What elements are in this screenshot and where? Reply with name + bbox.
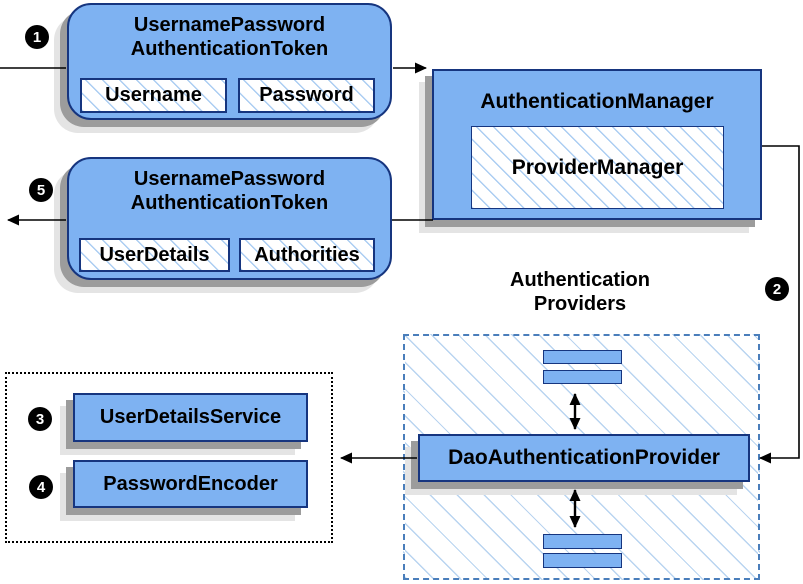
user-details-service-box: UserDetailsService xyxy=(73,393,308,442)
password-field-box: Password xyxy=(238,78,375,113)
provider-placeholder-bar-bottom-1 xyxy=(543,534,622,549)
authentication-manager-label: AuthenticationManager xyxy=(480,90,714,113)
step-2-number: 2 xyxy=(772,280,782,298)
authentication-providers-label-line2: Providers xyxy=(533,293,627,315)
services-group-box xyxy=(5,372,333,543)
username-field-box: Username xyxy=(80,78,227,113)
request-token-title-line2: AuthenticationToken xyxy=(130,38,329,60)
step-1-number: 1 xyxy=(32,28,42,46)
provider-placeholder-bar-bottom-2 xyxy=(543,553,622,568)
result-token-title-line1: UsernamePassword xyxy=(133,168,326,190)
provider-placeholder-bar-top-1 xyxy=(543,350,622,364)
result-token-box: UsernamePassword AuthenticationToken Use… xyxy=(67,157,392,280)
provider-manager-box: ProviderManager xyxy=(471,126,724,209)
step-4-badge: 4 xyxy=(29,475,53,499)
result-token-title-line2: AuthenticationToken xyxy=(130,192,329,214)
userdetails-field-label: UserDetails xyxy=(99,243,210,266)
provider-placeholder-bar-top-2 xyxy=(543,370,622,384)
password-encoder-box: PasswordEncoder xyxy=(73,460,308,508)
provider-manager-label: ProviderManager xyxy=(511,155,684,179)
authentication-manager-box: AuthenticationManager ProviderManager xyxy=(432,69,762,220)
authorities-field-box: Authorities xyxy=(239,238,375,272)
authentication-providers-label-line1: Authentication xyxy=(510,269,650,291)
step-5-badge: 5 xyxy=(29,178,53,202)
password-field-label: Password xyxy=(259,84,354,106)
authentication-manager-title: AuthenticationManager xyxy=(434,90,760,114)
request-token-box: UsernamePassword AuthenticationToken Use… xyxy=(67,3,392,120)
step-3-badge: 3 xyxy=(28,407,52,431)
authorities-field-label: Authorities xyxy=(254,243,360,266)
request-token-title: UsernamePassword AuthenticationToken xyxy=(69,13,390,61)
password-encoder-label: PasswordEncoder xyxy=(103,472,278,495)
step-2-badge: 2 xyxy=(765,277,789,301)
step-3-number: 3 xyxy=(35,410,45,428)
manager-to-dao-arrow xyxy=(759,145,800,464)
dao-authentication-provider-box: DaoAuthenticationProvider xyxy=(418,434,750,482)
dao-authentication-provider-label: DaoAuthenticationProvider xyxy=(448,446,720,469)
request-token-title-line1: UsernamePassword xyxy=(133,14,326,36)
userdetails-field-box: UserDetails xyxy=(79,238,230,272)
authentication-providers-label: Authentication Providers xyxy=(455,268,705,316)
step-5-number: 5 xyxy=(36,181,46,199)
user-details-service-label: UserDetailsService xyxy=(99,406,282,428)
step-4-number: 4 xyxy=(36,478,46,496)
result-token-title: UsernamePassword AuthenticationToken xyxy=(69,167,390,215)
username-field-label: Username xyxy=(105,84,202,106)
step-1-badge: 1 xyxy=(25,25,49,49)
